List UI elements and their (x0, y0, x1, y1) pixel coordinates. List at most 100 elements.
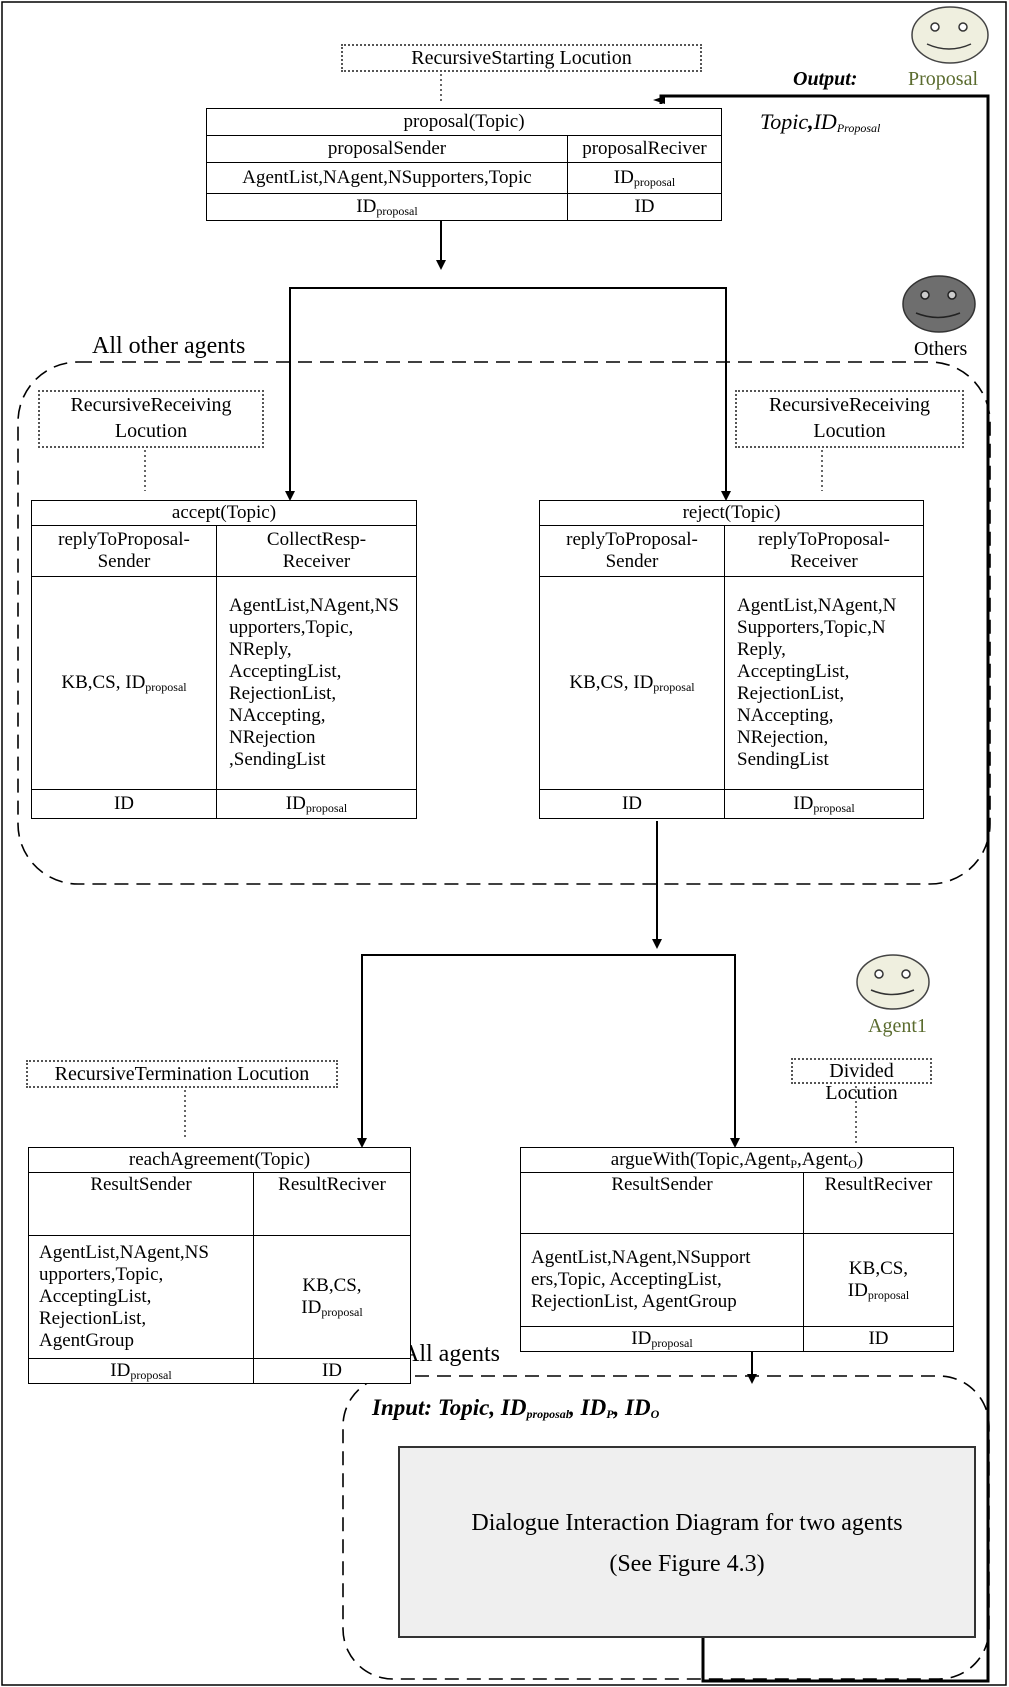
reach-agreement-table: reachAgreement(Topic) ResultSender Resul… (28, 1147, 411, 1384)
argue-foot-left: IDproposal (520, 1326, 804, 1352)
proposal-receiver-sub: proposal (633, 175, 676, 189)
output-topic: Topic (760, 109, 809, 134)
split-bottom (361, 954, 736, 1146)
reject-foot-right-sub: proposal (813, 801, 855, 815)
argue-foot-left-sub: proposal (651, 1336, 693, 1350)
output-id-sub: Proposal (836, 121, 881, 135)
accept-sender-params-sub: proposal (145, 680, 187, 694)
input-sub-proposal: proposal (526, 1407, 570, 1421)
accept-rp-2: NReply, (229, 639, 292, 660)
accept-rp-3: AcceptingList, (229, 661, 342, 682)
argue-sender-params: AgentList,NAgent,NSupport ers,Topic, Acc… (520, 1233, 804, 1327)
reject-rp-7: SendingList (737, 749, 829, 770)
accept-sender-h2: Sender (97, 551, 151, 572)
reject-foot-left: ID (539, 789, 725, 819)
argue-receiver-header: ResultReciver (803, 1172, 954, 1234)
starting-locution-box: RecursiveStarting Locution (341, 44, 702, 72)
accept-foot-right-sub: proposal (305, 801, 348, 815)
reject-rp-6: NRejection, (737, 727, 829, 748)
proposal-face-icon (911, 6, 989, 64)
reach-sp-1: upporters,Topic, (39, 1264, 164, 1285)
others-face-text: Others (914, 338, 968, 360)
proposal-sender-header: proposalSender (206, 135, 568, 163)
proposal-foot-right: ID (567, 193, 722, 221)
reach-foot-left-sub: proposal (130, 1368, 172, 1382)
argue-sp-2: RejectionList, AgentGroup (531, 1291, 737, 1312)
reach-receiver-params: KB,CS,IDproposal (253, 1235, 411, 1359)
reach-sp-2: AcceptingList, (39, 1286, 152, 1307)
input-sub-o: O (650, 1407, 660, 1421)
reach-foot-right: ID (253, 1358, 411, 1384)
others-face-icon (902, 275, 976, 333)
reject-sender-h1: replyToProposal- (566, 529, 698, 550)
accept-sender-params-text: KB,CS, ID (61, 672, 146, 693)
argue-receiver-params-2: IDproposal (808, 1280, 949, 1302)
reject-title: reject(Topic) (539, 500, 924, 526)
reject-receiver-header: replyToProposal-Receiver (724, 525, 924, 577)
reject-sender-h2: Sender (605, 551, 659, 572)
all-agents-region (342, 1375, 990, 1680)
proposal-sender-params: AgentList,NAgent,NSupporters,Topic (206, 162, 568, 194)
receiving-right-line2: Locution (813, 420, 886, 442)
accept-rp-1: upporters,Topic, (229, 617, 354, 638)
receiving-left-line2: Locution (114, 420, 188, 442)
argue-sp-1: ers,Topic, AcceptingList, (531, 1269, 722, 1290)
reach-sp-4: AgentGroup (39, 1330, 134, 1351)
termination-locution-box: RecursiveTermination Locution (26, 1060, 338, 1088)
others-face-label: Others (914, 338, 967, 361)
accept-sender-h1: replyToProposal- (58, 529, 190, 550)
dialogue-line1: Dialogue Interaction Diagram for two age… (471, 1510, 903, 1536)
reject-receiver-h1: replyToProposal- (758, 529, 890, 550)
accept-title: accept(Topic) (31, 500, 417, 526)
reject-rp-4: RejectionList, (737, 683, 845, 704)
accept-rp-6: NRejection (229, 727, 316, 748)
reject-sender-params-sub: proposal (653, 680, 695, 694)
dialogue-interaction-box: Dialogue Interaction Diagram for two age… (398, 1446, 976, 1638)
accept-receiver-params: AgentList,NAgent,NS upporters,Topic, NRe… (216, 576, 417, 790)
argue-title: argueWith(Topic,AgentP,AgentO) (520, 1147, 954, 1173)
reject-rp-0: AgentList,NAgent,N (737, 595, 897, 616)
accept-foot-left: ID (31, 789, 217, 819)
input-label-text: Input: Topic, ID (372, 1395, 527, 1420)
argue-foot-right: ID (803, 1326, 954, 1352)
argue-receiver-sub: proposal (867, 1288, 910, 1302)
argue-sender-header: ResultSender (520, 1172, 804, 1234)
receiving-right-line1: RecursiveReceiving (768, 394, 931, 416)
argue-receiver-params: KB,CS,IDproposal (803, 1233, 954, 1327)
reject-rp-3: AcceptingList, (737, 661, 850, 682)
dialogue-line2: (See Figure 4.3) (609, 1551, 765, 1577)
proposal-title: proposal(Topic) (206, 108, 722, 136)
receiving-locution-right-box: RecursiveReceiving Locution (735, 390, 964, 448)
reach-foot-left: IDproposal (28, 1358, 254, 1384)
reject-rp-2: Reply, (737, 639, 786, 660)
argue-title-post: ) (856, 1149, 864, 1170)
proposal-foot-left-sub: proposal (376, 204, 418, 218)
reach-receiver-params-2: IDproposal (258, 1297, 406, 1319)
input-id-p: , ID (569, 1395, 607, 1420)
divided-locution-box: Divided Locution (791, 1058, 932, 1104)
feedback-arrowhead (653, 96, 665, 104)
argue-with-table: argueWith(Topic,AgentP,AgentO) ResultSen… (520, 1147, 954, 1352)
reach-sp-0: AgentList,NAgent,NS (39, 1242, 209, 1263)
argue-title-mid: ,Agent (797, 1149, 849, 1170)
proposal-face-label: Proposal (908, 68, 978, 91)
input-label: Input: Topic, IDproposal, IDP, IDO (372, 1395, 659, 1421)
accept-rp-0: AgentList,NAgent,NS (229, 595, 399, 616)
all-other-agents-region (17, 361, 991, 885)
accept-sender-params: KB,CS, IDproposal (31, 576, 217, 790)
reach-title: reachAgreement(Topic) (28, 1147, 411, 1173)
input-id-o: , ID (613, 1395, 651, 1420)
agent1-face-label: Agent1 (868, 1015, 927, 1038)
reach-receiver-header: ResultReciver (253, 1172, 411, 1236)
all-other-agents-label: All other agents (92, 333, 246, 359)
reject-receiver-params: AgentList,NAgent,N Supporters,Topic,N Re… (724, 576, 924, 790)
accept-rp-7: ,SendingList (229, 749, 326, 770)
accept-table: accept(Topic) replyToProposal-Sender Col… (31, 500, 417, 819)
argue-title-p: P (790, 1157, 798, 1171)
accept-receiver-header: CollectResp-Receiver (216, 525, 417, 577)
argue-foot-left-id: ID (631, 1328, 652, 1349)
proposal-foot-left-id: ID (356, 196, 377, 217)
feedback-loop (659, 94, 990, 1683)
